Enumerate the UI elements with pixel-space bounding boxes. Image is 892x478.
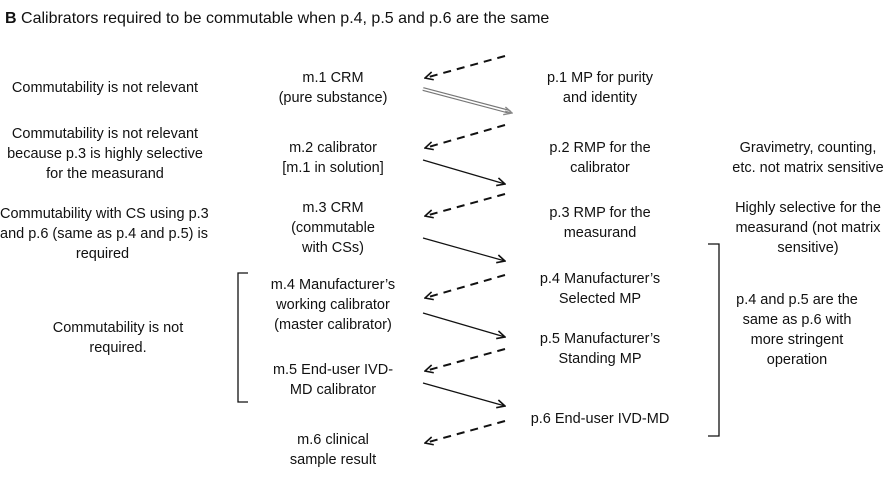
material-m5: m.5 End-user IVD- MD calibrator — [253, 360, 413, 400]
note-m1: Commutability is not relevant — [5, 78, 205, 98]
procedure-line: calibrator — [570, 160, 630, 176]
arrow-m3-p4 — [422, 237, 505, 261]
procedure-line: Selected MP — [558, 291, 642, 307]
note-line: required. — [89, 340, 147, 356]
material-m4: m.4 Manufacturer’s working calibrator (mas… — [253, 275, 413, 335]
dashed-arrow-p2-m2 — [425, 124, 506, 148]
procedure-line: p.5 Manufacturer’s — [539, 331, 661, 347]
material-line: (pure substance) — [278, 90, 388, 106]
material-m1: m.1 CRM (pure substance) — [253, 68, 413, 108]
dashed-arrow-p6-m6 — [425, 420, 506, 443]
procedure-p2: p.2 RMP for the calibrator — [520, 138, 680, 178]
arrow-m2-p3 — [422, 159, 505, 184]
note-m4-m5: Commutability is not required. — [18, 318, 218, 358]
property-line: p.4 and p.5 are the — [736, 292, 858, 308]
dashed-arrow-p5-m5 — [425, 348, 506, 371]
procedure-p1: p.1 MP for purity and identity — [520, 68, 680, 108]
panel-label: B — [5, 10, 17, 27]
note-line: Commutability is not relevant — [11, 80, 199, 96]
arrow-m4-p5 — [422, 312, 505, 337]
procedure-p3: p.3 RMP for the measurand — [520, 203, 680, 243]
dashed-arrow-p4-m4 — [425, 274, 506, 298]
material-line: (master calibrator) — [274, 317, 392, 333]
procedure-line: measurand — [563, 225, 637, 241]
material-line: m.3 CRM — [302, 200, 364, 216]
procedure-line: and identity — [562, 90, 638, 106]
property-line: more stringent — [750, 332, 844, 348]
procedure-p6: p.6 End-user IVD-MD — [520, 409, 680, 429]
material-line: sample result — [289, 452, 377, 468]
note-line: required — [75, 246, 130, 262]
property-line: same as p.6 with — [742, 312, 852, 328]
material-line: MD calibrator — [289, 382, 377, 398]
right-bracket — [708, 243, 720, 437]
property-p2: Gravimetry, counting, etc. not matrix sen… — [718, 138, 892, 178]
material-line: working calibrator — [276, 297, 390, 313]
property-line: Gravimetry, counting, — [739, 140, 877, 156]
property-line: sensitive) — [777, 240, 839, 256]
note-line: Commutability is not relevant — [11, 126, 199, 142]
procedure-line: Standing MP — [558, 351, 642, 367]
material-line: m.6 clinical — [297, 432, 369, 448]
material-line: m.2 calibrator — [289, 140, 377, 156]
note-m2: Commutability is not relevant because p.3… — [0, 124, 210, 184]
procedure-line: p.3 RMP for the — [549, 205, 651, 221]
material-line: m.1 CRM — [302, 70, 364, 86]
property-p3: Highly selective for the measurand (not m… — [718, 198, 892, 258]
note-m3: Commutability with CS using p.3 and p.6 (… — [0, 204, 209, 264]
property-line: Highly selective for the — [735, 200, 881, 216]
note-line: because p.3 is highly selective — [7, 146, 203, 162]
title-text: Calibrators required to be commutable wh… — [21, 10, 550, 27]
material-line: with CSs) — [301, 240, 365, 256]
note-line: Commutability with CS using p.3 — [0, 206, 209, 222]
property-line: operation — [766, 352, 828, 368]
figure-title: B Calibrators required to be commutable … — [5, 10, 549, 28]
material-line: [m.1 in solution] — [282, 160, 384, 176]
material-m3: m.3 CRM (commutable with CSs) — [253, 198, 413, 258]
double-arrow-m1-p2 — [422, 87, 512, 113]
property-p4-p6: p.4 and p.5 are the same as p.6 with more … — [722, 290, 872, 370]
left-bracket — [237, 272, 248, 403]
dashed-arrow-p1-m1 — [425, 55, 506, 78]
procedure-line: p.1 MP for purity — [546, 70, 654, 86]
material-m6: m.6 clinical sample result — [253, 430, 413, 470]
procedure-line: p.2 RMP for the — [549, 140, 651, 156]
property-line: etc. not matrix sensitive — [732, 160, 884, 176]
note-line: for the measurand — [46, 166, 164, 182]
material-m2: m.2 calibrator [m.1 in solution] — [253, 138, 413, 178]
arrow-m5-p6 — [422, 382, 505, 406]
procedure-line: p.4 Manufacturer’s — [539, 271, 661, 287]
note-line: Commutability is not — [52, 320, 184, 336]
material-line: (commutable — [291, 220, 375, 236]
material-line: m.4 Manufacturer’s — [270, 277, 396, 293]
dashed-arrow-p3-m3 — [425, 193, 506, 216]
property-line: measurand (not matrix — [735, 220, 881, 236]
note-line: and p.6 (same as p.4 and p.5) is — [0, 226, 208, 242]
procedure-line: p.6 End-user IVD-MD — [530, 411, 670, 427]
material-line: m.5 End-user IVD- — [272, 362, 394, 378]
